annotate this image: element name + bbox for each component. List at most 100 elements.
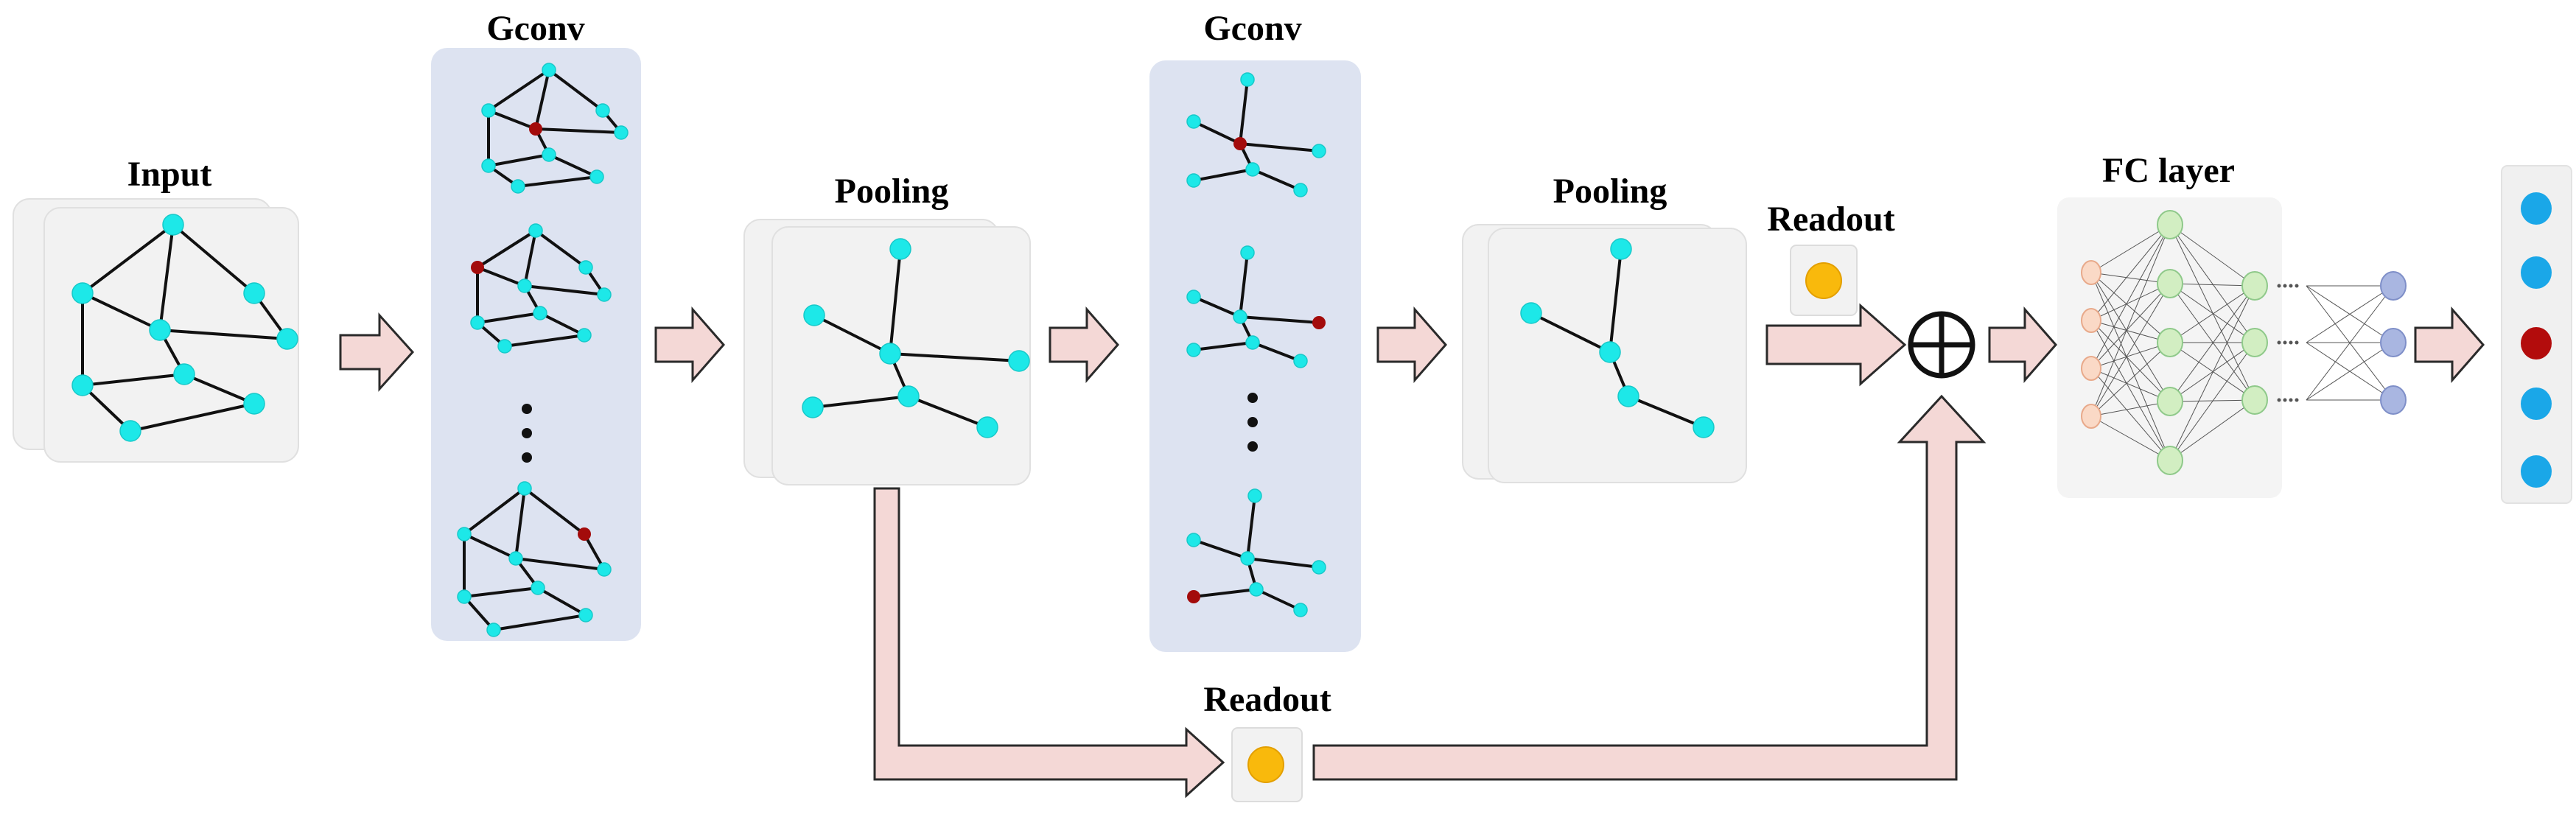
fc-edge	[2090, 368, 2171, 402]
arrow-pooling1-to-gconv2	[1049, 306, 1119, 383]
gconv1-subgraph-3	[457, 481, 612, 637]
fc-edge	[2169, 399, 2255, 461]
gconv2-panel	[1149, 60, 1361, 652]
input-graph	[71, 214, 298, 442]
fc-edge	[2090, 224, 2171, 321]
fc-edge	[2090, 342, 2171, 369]
gconv1-subgraph-2	[470, 223, 612, 354]
fc-node-layer3-1	[2241, 271, 2268, 301]
fc-layer-label: FC layer	[2102, 151, 2235, 190]
fc-edge	[2169, 342, 2255, 402]
arrow-fc-to-output	[2414, 306, 2485, 383]
fc-edge	[2090, 320, 2171, 343]
readout-top-block: Readout	[1767, 200, 1895, 316]
fc-node-layer1-4	[2081, 404, 2101, 429]
fc-edge	[2169, 399, 2255, 402]
fc-edge	[2306, 285, 2394, 343]
gconv1-subgraph-1	[481, 63, 629, 194]
gconv2-subgraph-3	[1186, 488, 1326, 617]
fc-edge	[2090, 401, 2171, 417]
fc-edge	[2169, 285, 2255, 402]
fc-node-layer2-2	[2157, 269, 2183, 298]
circled-plus-icon	[1908, 311, 1975, 379]
arrow-gconv2-to-pooling2	[1376, 306, 1447, 383]
pooling1-graph	[802, 238, 1030, 438]
fc-edge	[2169, 285, 2255, 461]
arrow-pooling1-down-to-readout	[873, 487, 1225, 799]
fc-edge	[2306, 342, 2394, 401]
arrow-gconv1-to-pooling1	[654, 306, 725, 383]
gconv1-ellipsis	[522, 404, 532, 463]
fc-edge	[2169, 224, 2255, 287]
fc-edge	[2169, 342, 2255, 461]
readout-top-dot	[1805, 262, 1842, 299]
fc-node-layer1-2	[2081, 308, 2101, 333]
fc-edge	[2090, 283, 2171, 369]
fc-edges	[2090, 224, 2394, 461]
gconv2-subgraph-1	[1186, 72, 1326, 197]
output-node-3-highlight	[2521, 327, 2552, 360]
readout-bottom-dot	[1247, 746, 1284, 783]
fc-edge	[2090, 224, 2171, 369]
output-node-2	[2521, 256, 2552, 289]
gconv2-label: Gconv	[1203, 9, 1301, 48]
gconv1-panel	[431, 48, 641, 641]
fc-edge	[2169, 283, 2255, 287]
fc-node-layer2-5	[2157, 446, 2183, 475]
arrow-pooling2-to-sum	[1765, 303, 1907, 387]
arrow-input-to-gconv1	[339, 312, 415, 392]
fc-node-layer2-3	[2157, 328, 2183, 357]
fc-edge	[2090, 224, 2171, 273]
fc-edge	[2090, 224, 2171, 417]
fc-edge	[2169, 224, 2255, 343]
gconv2-block: Gconv	[1149, 9, 1361, 652]
arrow-sum-to-fc	[1988, 306, 2057, 383]
readout-bottom-label: Readout	[1203, 680, 1331, 719]
fc-edge	[2169, 224, 2255, 401]
pooling1-block: Pooling	[743, 172, 1031, 485]
output-node-1	[2521, 192, 2552, 225]
pooling1-label: Pooling	[835, 172, 949, 211]
fc-layer-block: FC layer	[2057, 151, 2407, 498]
input-card-front	[43, 207, 299, 463]
pooling1-card-front	[771, 226, 1031, 485]
fc-node-layer2-1	[2157, 210, 2183, 239]
fc-edge	[2169, 283, 2255, 401]
pooling2-graph	[1520, 238, 1715, 438]
gconv2-ellipsis	[1247, 393, 1258, 452]
fc-edge	[2169, 342, 2255, 401]
fc-nodes	[2081, 210, 2407, 475]
gconv1-block: Gconv	[431, 9, 641, 641]
fc-ellipsis	[2277, 284, 2299, 402]
fc-node-layer2-4	[2157, 387, 2183, 416]
fc-node-layer4-2	[2380, 328, 2407, 357]
fc-edge	[2090, 272, 2171, 343]
fc-node-layer3-2	[2241, 328, 2268, 357]
fc-node-layer1-1	[2081, 260, 2101, 285]
fc-node-layer1-3	[2081, 356, 2101, 381]
input-label: Input	[127, 155, 212, 194]
readout-top-label: Readout	[1767, 200, 1894, 239]
output-block	[2501, 165, 2572, 504]
fc-edge	[2169, 285, 2255, 343]
fc-edge	[2306, 285, 2394, 401]
output-node-5	[2521, 455, 2552, 488]
fc-edge	[2090, 272, 2171, 461]
pooling2-block: Pooling	[1462, 172, 1747, 483]
gconv1-label: Gconv	[486, 9, 584, 48]
fc-edge	[2090, 415, 2171, 461]
arrow-readout-to-sum	[1312, 394, 1987, 781]
fc-edge	[2169, 283, 2255, 343]
fc-node-layer3-3	[2241, 385, 2268, 415]
fc-node-layer4-1	[2380, 271, 2407, 301]
pooling2-label: Pooling	[1553, 172, 1667, 211]
fc-node-layer4-3	[2380, 385, 2407, 415]
fc-edge	[2090, 320, 2171, 402]
gconv2-subgraph-2	[1186, 245, 1326, 368]
fc-edge	[2090, 283, 2171, 321]
output-node-4	[2521, 388, 2552, 420]
fc-edge	[2090, 272, 2171, 402]
fc-edge	[2090, 342, 2171, 417]
fc-edge	[2090, 283, 2171, 417]
